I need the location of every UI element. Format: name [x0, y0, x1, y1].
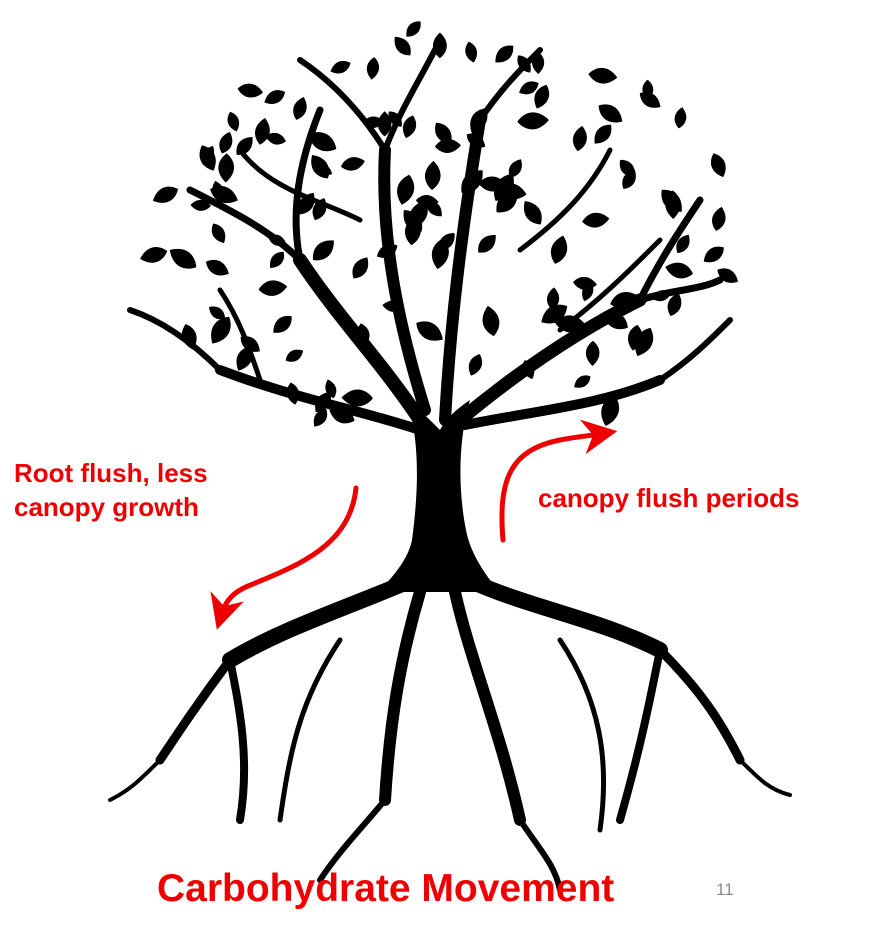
leaf [308, 235, 339, 266]
leaf [587, 66, 618, 85]
leaf [258, 279, 288, 297]
tree-trunk [378, 400, 500, 592]
leaf [203, 256, 233, 281]
leaf [590, 120, 616, 148]
leaf [283, 346, 306, 365]
leaf [463, 40, 479, 64]
leaf [474, 230, 501, 257]
leaf [269, 311, 296, 337]
leaf [253, 117, 273, 146]
leaf [465, 352, 485, 378]
leaf [707, 151, 729, 180]
leaf [572, 276, 597, 291]
leaf [285, 381, 301, 406]
leaf [412, 316, 448, 347]
leaf [402, 18, 424, 41]
leaf [150, 182, 181, 207]
leaf [517, 112, 549, 131]
leaf [586, 341, 600, 366]
leaf [216, 130, 235, 156]
leaf [306, 151, 334, 183]
leaf [208, 221, 229, 246]
leaf [480, 304, 502, 337]
leaf [548, 233, 571, 266]
leaf [400, 114, 419, 140]
page-number: 11 [716, 880, 734, 900]
root-flush-label-line-1: Root flush, less [14, 456, 284, 490]
leaf [700, 242, 728, 267]
leaf [266, 248, 288, 271]
root-flush-label: Root flush, less canopy growth [14, 456, 284, 524]
leaf [348, 254, 373, 283]
leaf [435, 138, 462, 153]
leaf [571, 125, 589, 153]
leaf [225, 110, 242, 133]
leaf [328, 58, 353, 77]
leaf [237, 82, 265, 100]
root-flush-label-line-2: canopy growth [14, 490, 284, 524]
leaf [262, 86, 288, 108]
leaf [424, 161, 441, 191]
leaf [710, 205, 728, 232]
leaf [390, 33, 415, 60]
tree-roots [110, 585, 790, 890]
leaf [581, 211, 610, 229]
leaf [594, 99, 626, 128]
leaf [138, 244, 169, 266]
leaf [165, 243, 201, 274]
leaf [571, 372, 593, 392]
slide-title: Carbohydrate Movement [157, 866, 614, 912]
leaf [218, 153, 235, 183]
leaf [365, 56, 380, 80]
leaf [339, 155, 366, 173]
canopy-flush-label: canopy flush periods [538, 481, 883, 515]
leaf [491, 41, 518, 67]
leaf [518, 197, 546, 229]
leaf [673, 106, 688, 129]
leaf [394, 173, 418, 207]
leaf [290, 95, 310, 122]
leaf [663, 260, 694, 282]
